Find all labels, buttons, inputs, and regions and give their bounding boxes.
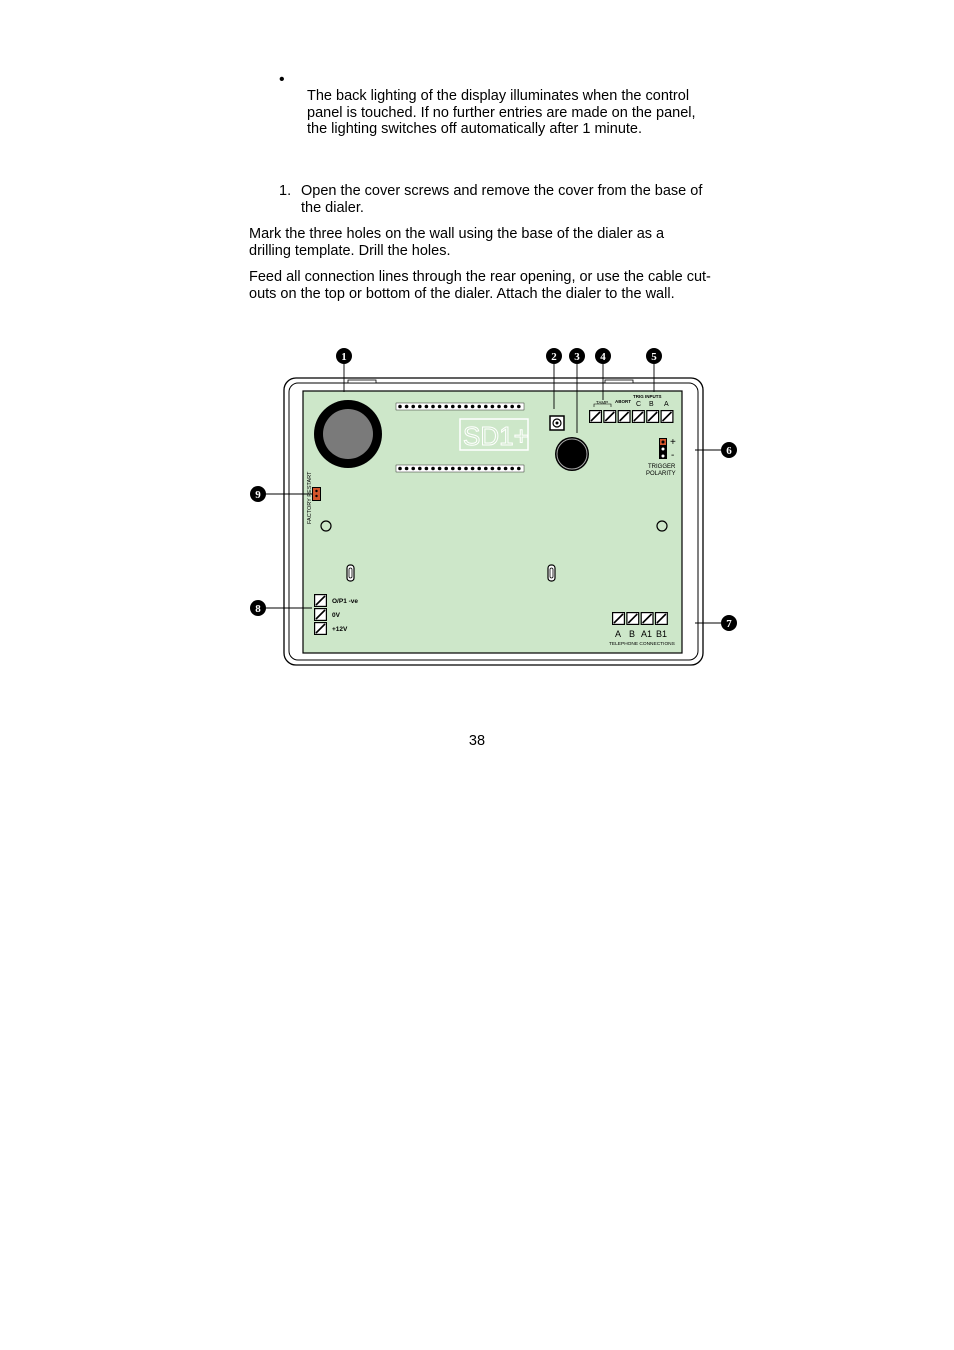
svg-text:TRIG INPUTS: TRIG INPUTS xyxy=(633,394,662,399)
svg-text:ABORT: ABORT xyxy=(615,399,631,404)
mounting-slot-left xyxy=(346,564,355,582)
callout-9: 9 xyxy=(250,486,266,502)
step-number: 1. xyxy=(279,183,292,199)
svg-text:9: 9 xyxy=(255,489,261,501)
paragraph-drilling: Mark the three holes on the wall using t… xyxy=(249,226,665,259)
callout-6: 6 xyxy=(721,442,737,458)
bullet-marker: • xyxy=(279,71,285,88)
svg-text:FACTORY RESTART: FACTORY RESTART xyxy=(307,471,313,524)
svg-text:TRIGGER: TRIGGER xyxy=(648,464,676,470)
callout-4: 4 xyxy=(595,348,611,364)
callout-5: 5 xyxy=(646,348,662,364)
svg-text:3: 3 xyxy=(574,351,580,363)
callout-1: 1 xyxy=(336,348,352,364)
svg-text:C: C xyxy=(636,401,641,408)
svg-text:7: 7 xyxy=(726,618,732,630)
step-text: Open the cover screws and remove the cov… xyxy=(301,183,703,216)
svg-text:TAMP: TAMP xyxy=(596,400,608,405)
svg-text:B: B xyxy=(629,629,635,639)
svg-text:B: B xyxy=(649,401,654,408)
svg-text:+12V: +12V xyxy=(332,626,348,633)
page-number: 38 xyxy=(468,733,486,749)
svg-text:B1: B1 xyxy=(656,629,667,639)
svg-text:4: 4 xyxy=(600,351,606,363)
callout-2: 2 xyxy=(546,348,562,364)
callout-8: 8 xyxy=(250,600,266,616)
svg-text:A1: A1 xyxy=(641,629,652,639)
svg-text:0V: 0V xyxy=(332,612,341,619)
svg-text:1: 1 xyxy=(341,351,347,363)
callout-3: 3 xyxy=(569,348,585,364)
svg-text:A: A xyxy=(615,629,621,639)
svg-text:2: 2 xyxy=(551,351,557,363)
svg-text:8: 8 xyxy=(255,603,261,615)
mounting-hole-left xyxy=(320,520,332,532)
svg-text:5: 5 xyxy=(651,351,657,363)
callout-7: 7 xyxy=(721,615,737,631)
mounting-slot-right xyxy=(547,564,556,582)
bullet-paragraph: The back lighting of the display illumin… xyxy=(307,88,696,137)
svg-text:TELEPHONE CONNECTIONS: TELEPHONE CONNECTIONS xyxy=(609,641,675,647)
svg-text:O/P1 -ve: O/P1 -ve xyxy=(332,598,358,605)
board-logo: SD1+ xyxy=(463,421,529,451)
svg-text:+: + xyxy=(670,437,676,448)
mounting-hole-right xyxy=(656,520,668,532)
svg-text:-: - xyxy=(671,450,674,461)
svg-text:POLARITY: POLARITY xyxy=(646,471,676,477)
paragraph-connections: Feed all connection lines through the re… xyxy=(249,269,711,302)
svg-text:6: 6 xyxy=(726,445,732,457)
svg-text:A: A xyxy=(664,401,669,408)
push-button xyxy=(555,437,589,471)
